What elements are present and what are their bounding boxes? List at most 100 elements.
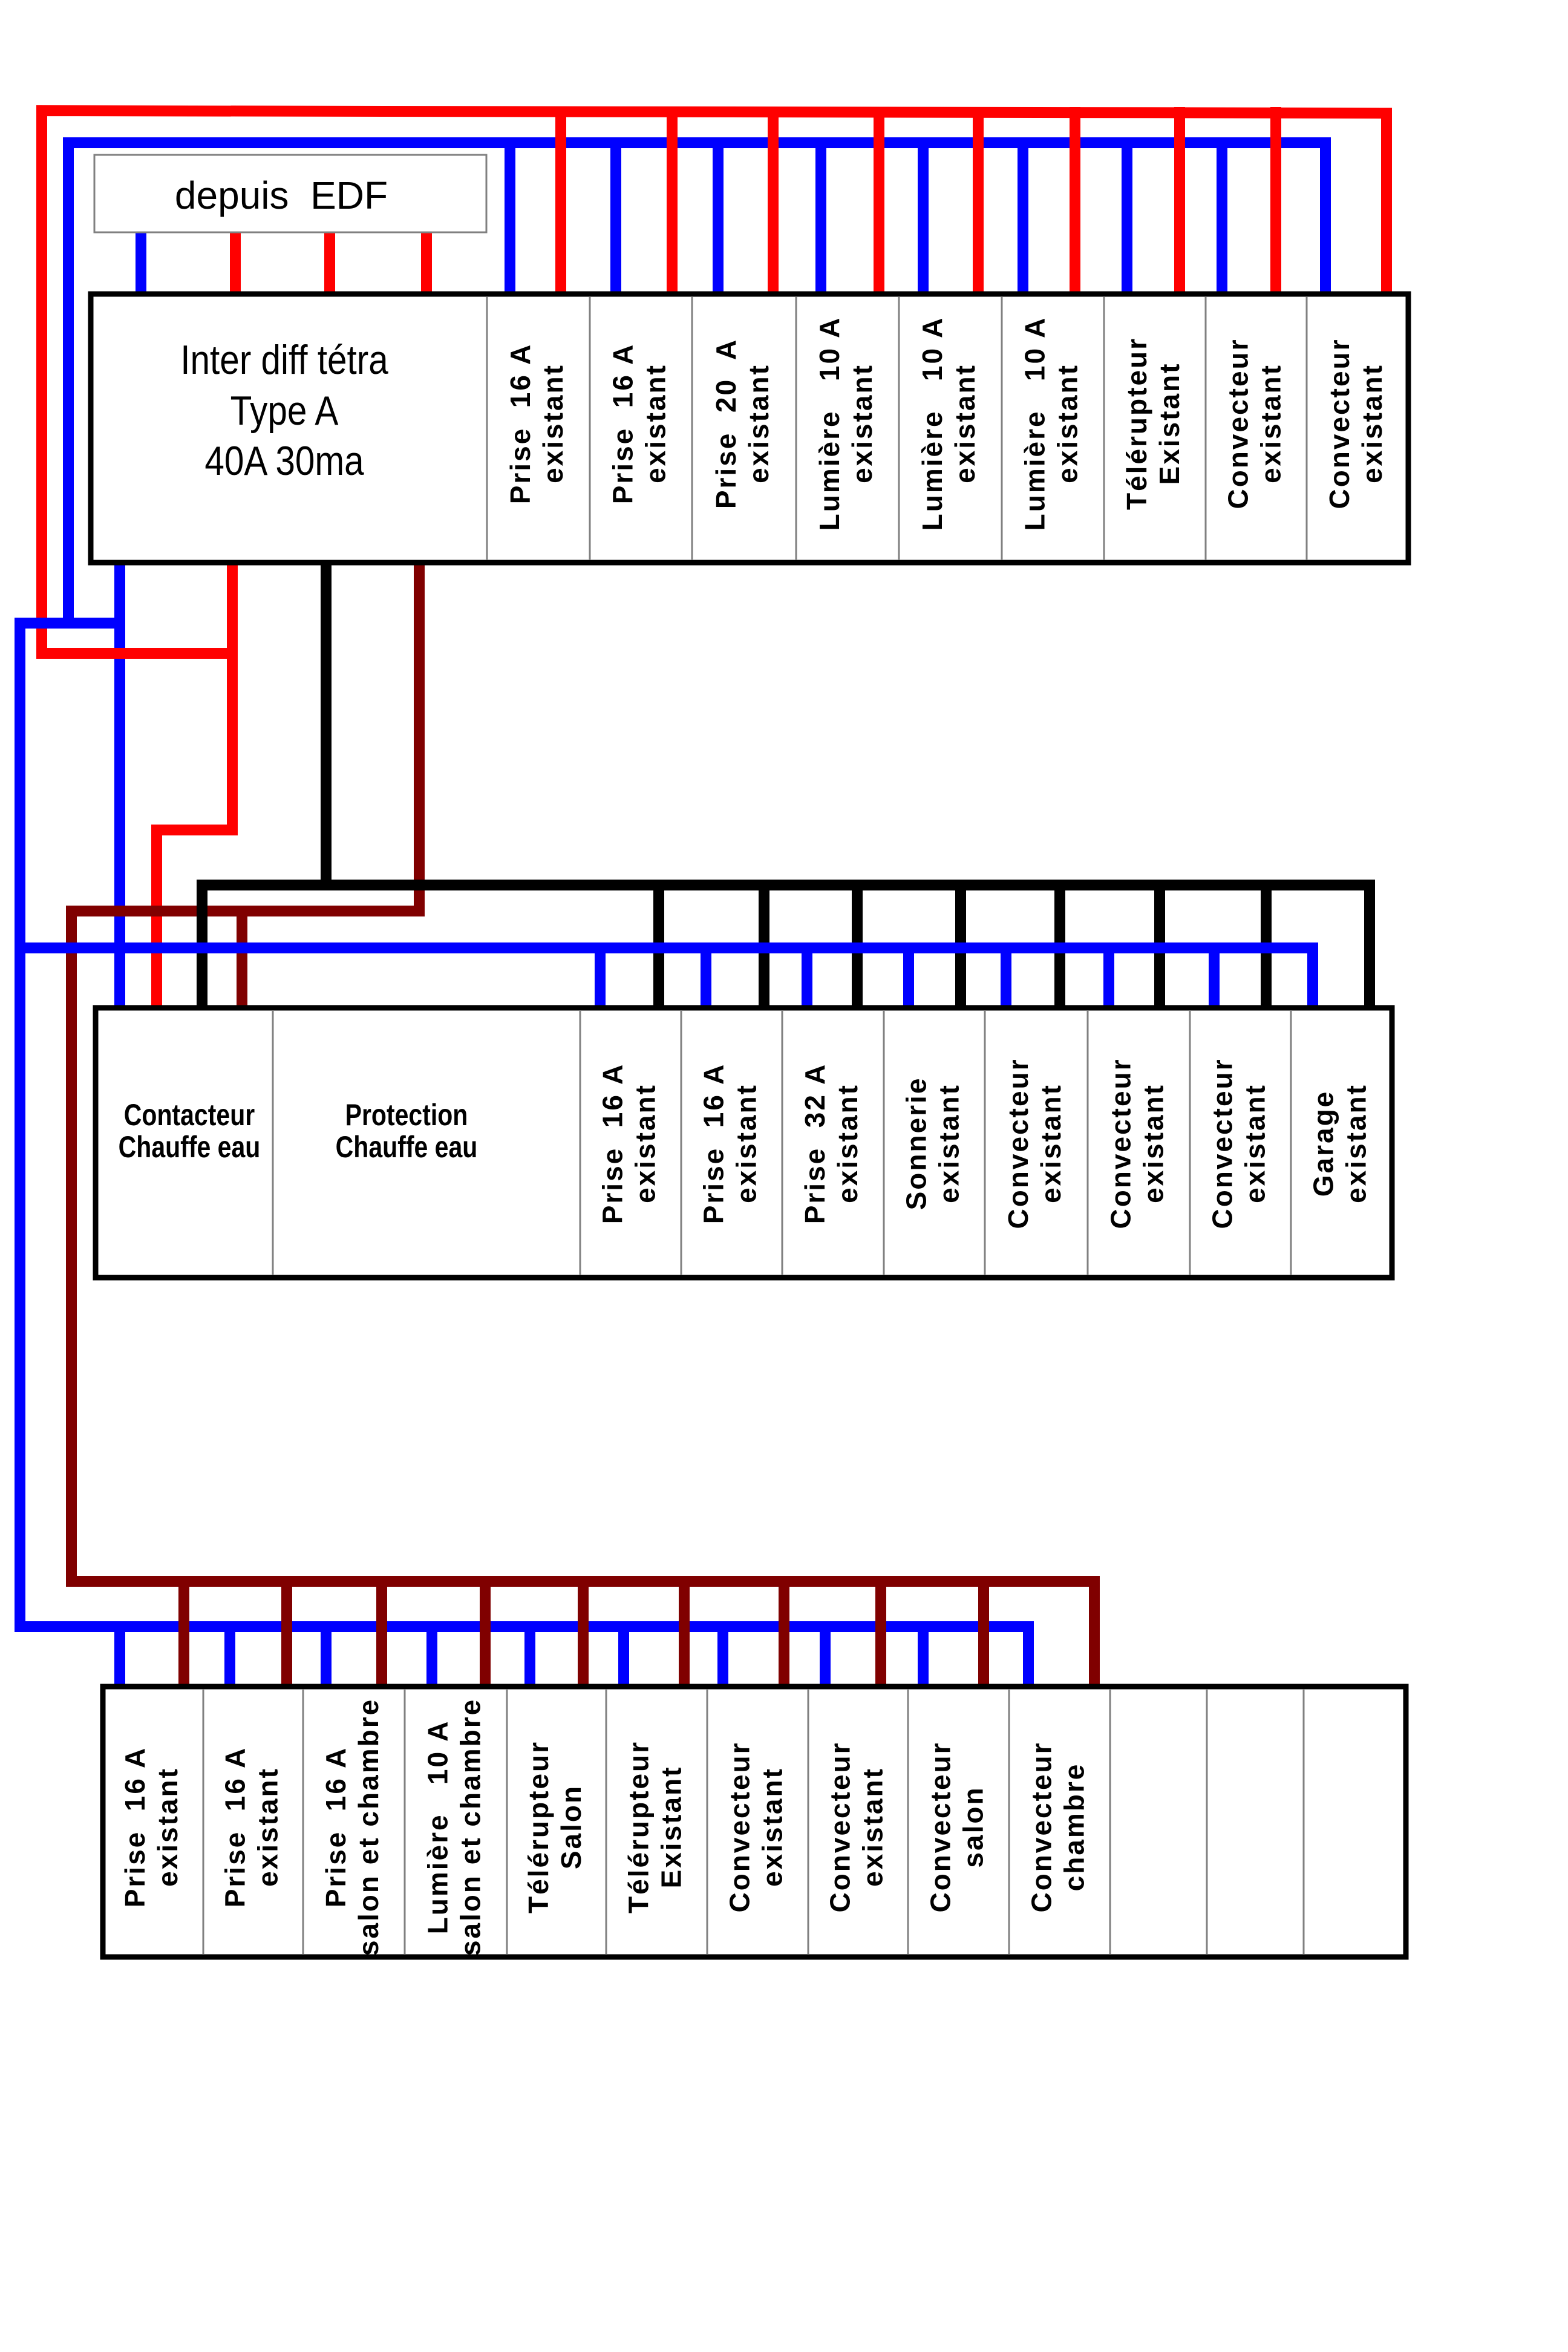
- breaker-label-line-1: Télérupteur: [623, 1740, 655, 1913]
- water-heater-protection[interactable]: Protection Chauffe eau: [336, 1098, 478, 1164]
- breaker-label-line-1: Prise 20 A: [710, 338, 742, 509]
- breaker-label-line-1: Prise 16 A: [698, 1063, 730, 1224]
- breaker-label-line-1: Lumière 10 A: [916, 316, 948, 531]
- breaker-label-line-1: Convecteur: [1324, 338, 1355, 509]
- breaker-label-line-2: chambre: [1059, 1763, 1090, 1892]
- breaker-label-line-1: Prise 16 A: [119, 1746, 151, 1908]
- breaker-label-line-2: existant: [949, 364, 981, 483]
- breaker-label-line-2: existant: [1138, 1083, 1169, 1203]
- water-heater-contactor[interactable]: Contacteur Chauffe eau: [119, 1098, 261, 1164]
- wires: [15, 105, 1392, 1692]
- panel-3-frame: [100, 1684, 1409, 1960]
- breaker-label-line-1: Prise 16 A: [597, 1063, 629, 1224]
- protection-line-2: Chauffe eau: [336, 1130, 478, 1164]
- breaker-label-line-1: Prise 32 A: [799, 1063, 831, 1224]
- breaker-label-line-1: Lumière 10 A: [1019, 316, 1051, 531]
- breaker-slot[interactable]: [1112, 1690, 1205, 1954]
- breaker-label-line-1: Prise 16 A: [320, 1746, 351, 1908]
- breaker-label-line-1: Prise 16 A: [220, 1746, 251, 1908]
- panel-1-neutral-bus: [63, 137, 1331, 629]
- breaker-label-line-2: existant: [731, 1083, 762, 1203]
- panel-3-brown-bus: [66, 1576, 1100, 1692]
- breaker-label-line-2: existant: [152, 1767, 183, 1887]
- breaker-label-line-2: existant: [1052, 364, 1083, 483]
- breaker-label-line-2: existant: [832, 1083, 863, 1203]
- breaker-label-line-1: Convecteur: [1223, 338, 1254, 509]
- breaker-label-line-2: existant: [1255, 364, 1287, 483]
- breaker-label-line-1: Lumière 10 A: [422, 1720, 454, 1935]
- breaker-label-line-1: Convecteur: [1002, 1057, 1034, 1229]
- breaker-label-line-2: existant: [537, 364, 569, 483]
- panel-2-neutral-bus: [15, 942, 1318, 1013]
- edf-source-label: depuis EDF: [175, 174, 388, 217]
- edf-source: depuis EDF: [93, 154, 488, 234]
- protection-line-1: Protection: [345, 1098, 468, 1132]
- panel-1-phase-bus: [36, 105, 1392, 659]
- breaker-label-line-2: Salon: [555, 1785, 587, 1869]
- breaker-label-line-1: Prise 16 A: [505, 343, 536, 505]
- breaker-slot-area[interactable]: [1112, 1690, 1205, 1954]
- breaker-label-line-1: Prise 16 A: [607, 343, 639, 505]
- breaker-label-line-2: existant: [857, 1767, 889, 1887]
- breaker-label-line-2: Existant: [1154, 362, 1185, 485]
- breaker-label-line-2: existant: [846, 364, 878, 483]
- breaker-slot[interactable]: [1305, 1690, 1404, 1954]
- panel-1-frame: [88, 291, 1411, 566]
- neutral-trunk: [15, 618, 1034, 1692]
- breaker-label-line-1: Convecteur: [1026, 1741, 1057, 1912]
- breaker-label-line-2: salon et chambre: [455, 1698, 486, 1956]
- breaker-slot-area[interactable]: [1305, 1690, 1404, 1954]
- breaker-label-line-1: Lumière 10 A: [814, 316, 845, 531]
- breaker-label-line-1: Télérupteur: [523, 1740, 554, 1913]
- breaker-slot-area[interactable]: [1209, 1690, 1302, 1954]
- breaker-label-line-2: existant: [252, 1767, 284, 1887]
- breaker-label-line-2: existant: [1356, 364, 1388, 483]
- panel-2: Contacteur Chauffe eau Protection Chauff…: [93, 1005, 1395, 1281]
- panel-1: Inter diff tétra Type A 40A 30ma Prise 1…: [88, 291, 1411, 566]
- main-differential-switch[interactable]: Inter diff tétra Type A 40A 30ma: [180, 338, 388, 484]
- breaker-label-line-2: existant: [640, 364, 671, 483]
- breaker-label-line-2: existant: [757, 1767, 788, 1887]
- breaker-label-line-2: existant: [1035, 1083, 1067, 1203]
- breaker-label-line-2: existant: [743, 364, 774, 483]
- breaker-label-line-1: Garage: [1308, 1090, 1339, 1197]
- main-device-line-1: Inter diff tétra: [180, 338, 388, 383]
- main-device-line-2: Type A: [230, 388, 339, 434]
- breaker-label-line-2: salon: [958, 1786, 989, 1867]
- breaker-label-line-1: Convecteur: [1207, 1057, 1238, 1229]
- main-phase-out: [151, 557, 238, 1013]
- breaker-slot[interactable]: [1209, 1690, 1302, 1954]
- breaker-label-line-1: Convecteur: [825, 1741, 856, 1912]
